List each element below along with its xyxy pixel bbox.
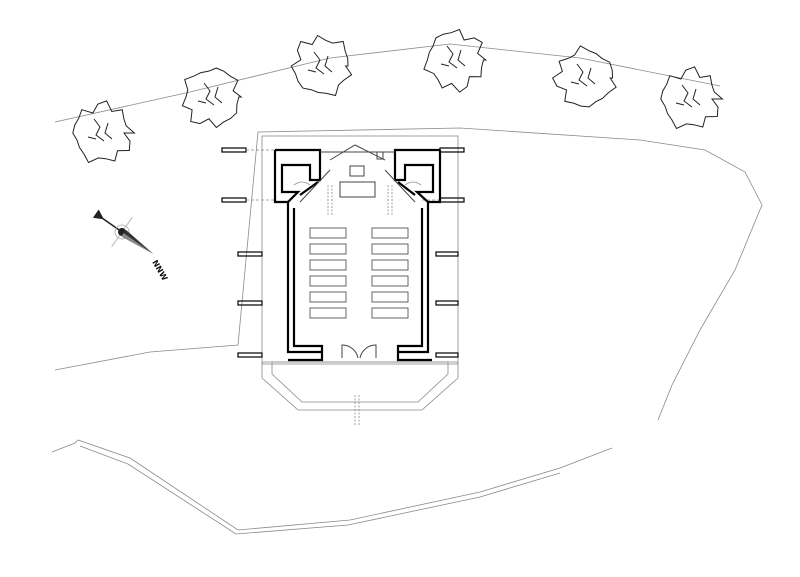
site-boundary — [54, 127, 763, 421]
pews — [309, 227, 409, 319]
pew — [309, 275, 347, 287]
pew — [309, 259, 347, 271]
pew — [309, 291, 347, 303]
tree — [660, 66, 724, 130]
pew — [371, 227, 409, 239]
road-edge-outer — [51, 439, 613, 531]
tree — [290, 34, 353, 97]
porch — [261, 361, 459, 411]
tree-branches — [675, 84, 701, 108]
road-edge-inner — [79, 445, 561, 535]
tree-branches — [307, 51, 333, 75]
pew — [309, 307, 347, 319]
pew — [309, 243, 347, 255]
church-walls — [273, 144, 442, 362]
tree — [72, 100, 136, 164]
tree — [181, 67, 243, 129]
pew — [371, 259, 409, 271]
north-arrow — [92, 209, 154, 254]
pew — [309, 227, 347, 239]
pew — [371, 291, 409, 303]
tree-branches — [87, 118, 113, 142]
tree-branches — [197, 82, 223, 106]
pew — [371, 243, 409, 255]
entrance-door — [341, 344, 377, 359]
pew — [371, 275, 409, 287]
tree-branches — [440, 45, 466, 69]
tree — [423, 28, 488, 93]
terrain-top-line — [54, 43, 721, 123]
pew — [371, 307, 409, 319]
tree-branches — [570, 63, 596, 87]
trees — [72, 28, 724, 164]
tree — [551, 45, 617, 108]
